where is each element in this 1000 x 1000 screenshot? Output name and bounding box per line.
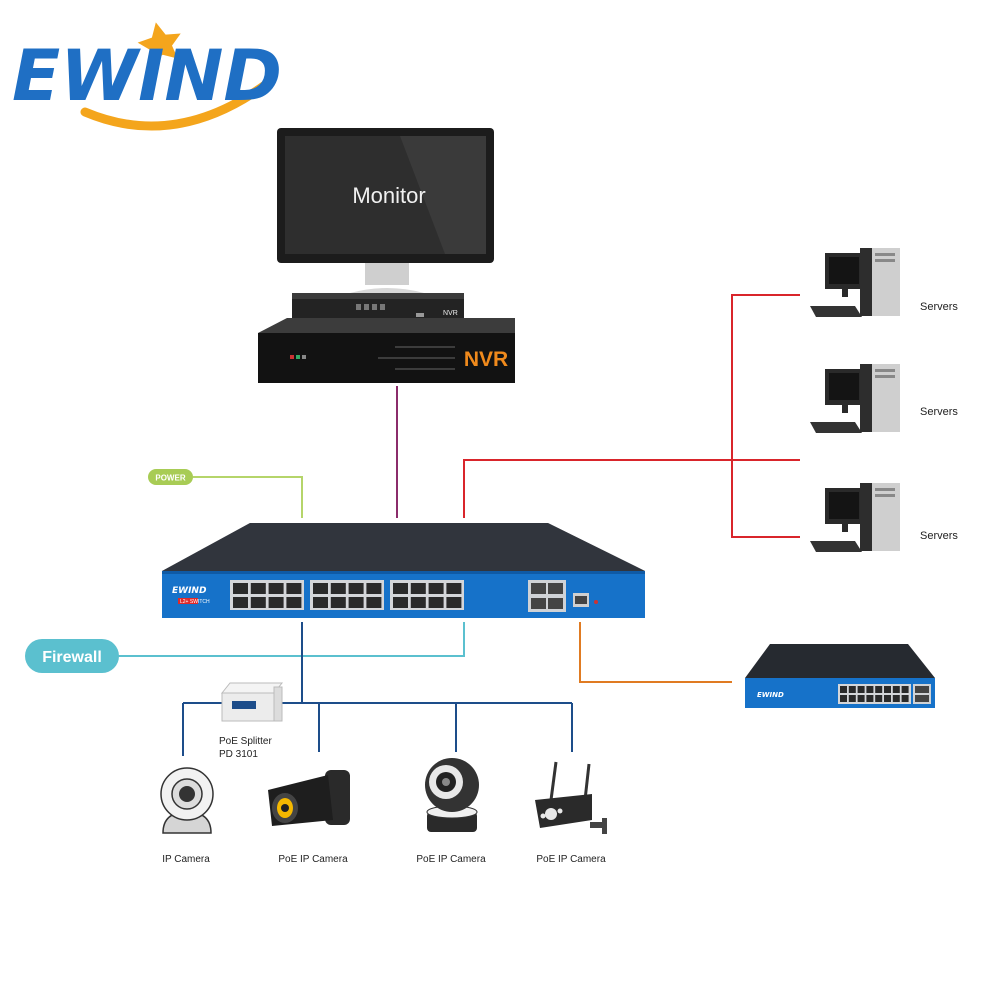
nvr-recorder: NVR — [292, 293, 464, 325]
ewind-logo: EWIND — [12, 22, 282, 131]
ptz-camera-icon — [425, 758, 479, 832]
monitor-text: Monitor — [352, 183, 425, 208]
small-switch-port — [884, 695, 891, 702]
small-switch-port — [875, 686, 883, 693]
small-switch-port — [857, 695, 865, 702]
small-switch-port — [857, 686, 865, 693]
firewall-badge: Firewall — [25, 639, 119, 673]
main-switch: EWIND L2+ SWITCH — [162, 523, 645, 618]
main-switch-port — [348, 583, 364, 594]
main-switch-port — [446, 597, 462, 608]
main-switch-port — [446, 583, 462, 594]
power-badge: POWER — [148, 469, 193, 485]
main-switch-port — [286, 583, 302, 594]
main-switch-port — [410, 583, 426, 594]
small-switch-port — [840, 695, 847, 702]
main-switch-port — [286, 597, 302, 608]
server-label-1: Servers — [920, 301, 958, 313]
small-switch-port — [892, 686, 900, 693]
main-switch-port — [348, 597, 364, 608]
camera-label-2: PoE IP Camera — [278, 854, 348, 865]
small-switch-brand: EWIND — [757, 691, 784, 699]
main-switch-port — [313, 583, 328, 594]
server-label-3: Servers — [920, 530, 958, 542]
camera-label-1: IP Camera — [162, 854, 210, 865]
splitter-line-2: PD 3101 — [219, 749, 258, 760]
small-switch: EWIND — [745, 644, 935, 708]
outdoor-camera-icon — [535, 761, 607, 834]
server-label-2: Servers — [920, 406, 958, 418]
small-switch-port — [884, 686, 891, 693]
small-switch-port — [875, 695, 883, 702]
server-2 — [810, 364, 900, 433]
main-switch-port — [393, 597, 408, 608]
main-switch-port — [233, 597, 248, 608]
server-trunk — [731, 294, 800, 538]
main-switch-port — [268, 583, 284, 594]
small-switch-port — [901, 686, 909, 693]
small-switch-port — [892, 695, 900, 702]
small-switch-port — [866, 686, 874, 693]
small-switch-port — [866, 695, 874, 702]
main-switch-port — [250, 583, 266, 594]
nvr-small-label: NVR — [443, 310, 458, 317]
switch-brand: EWIND — [172, 586, 207, 596]
main-switch-port — [268, 597, 284, 608]
server-link — [463, 459, 800, 518]
main-switch-port — [330, 583, 346, 594]
main-switch-port — [233, 583, 248, 594]
switch-badge: L2+ SWITCH — [180, 599, 210, 605]
server-1 — [810, 248, 900, 317]
main-switch-port — [393, 583, 408, 594]
power-link — [193, 476, 303, 518]
camera-label-4: PoE IP Camera — [536, 854, 606, 865]
firewall-label: Firewall — [42, 649, 102, 666]
main-switch-port — [410, 597, 426, 608]
camera-label-3: PoE IP Camera — [416, 854, 486, 865]
nvr-box: NVR — [258, 318, 515, 383]
small-switch-port — [901, 695, 909, 702]
poe-splitter: PoE Splitter PD 3101 — [219, 682, 284, 760]
main-switch-port — [330, 597, 346, 608]
main-switch-port — [250, 597, 266, 608]
splitter-line-1: PoE Splitter — [219, 736, 272, 747]
logo-text: EWIND — [12, 35, 282, 117]
main-switch-port — [428, 583, 444, 594]
server-3 — [810, 483, 900, 552]
small-switch-port — [848, 686, 856, 693]
nvr-label: NVR — [464, 348, 508, 371]
firewall-link — [118, 622, 465, 657]
connection-lines — [118, 294, 800, 756]
main-switch-port — [313, 597, 328, 608]
bullet-camera-icon — [268, 770, 350, 826]
main-switch-port — [366, 583, 382, 594]
power-label: POWER — [155, 474, 185, 483]
switch-link — [579, 622, 732, 683]
monitor: Monitor — [277, 128, 494, 293]
main-switch-port — [428, 597, 444, 608]
ip-camera-icon — [160, 767, 214, 834]
small-switch-port — [848, 695, 856, 702]
main-switch-port — [366, 597, 382, 608]
small-switch-port — [840, 686, 847, 693]
